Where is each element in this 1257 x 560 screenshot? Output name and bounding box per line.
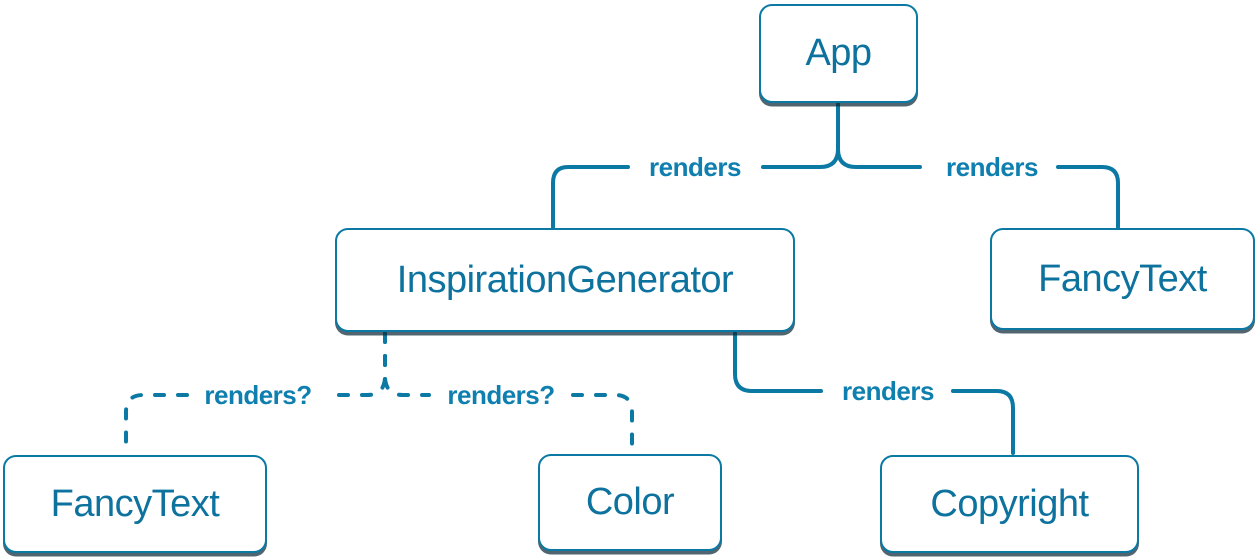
edge-line (836, 102, 922, 169)
edge-label-renders-question: renders? (204, 380, 311, 410)
edge-app-to-fancy-text-top: renders (836, 102, 1120, 229)
edge-inspiration-generator-to-fancy-text-bottom: renders? (124, 331, 387, 455)
node-fancy-text-bottom-label: FancyText (50, 482, 220, 525)
node-copyright: Copyright (880, 455, 1139, 553)
edge-line (329, 331, 387, 397)
edge-line (733, 331, 823, 393)
node-inspiration-generator: InspirationGenerator (335, 228, 795, 332)
node-app: App (759, 4, 918, 103)
edge-label-renders: renders (842, 376, 934, 406)
edge-line (1056, 165, 1120, 229)
node-fancy-text-top-label: FancyText (1038, 257, 1207, 300)
node-color-label: Color (585, 481, 675, 523)
edge-inspiration-generator-to-copyright: renders (733, 331, 1015, 455)
node-fancy-text-top: FancyText (990, 228, 1255, 330)
node-inspiration-generator-label: InspirationGenerator (396, 258, 734, 301)
edge-line (383, 331, 431, 397)
edge-app-to-inspiration-generator: renders (551, 102, 840, 229)
edge-label-renders-question: renders? (447, 380, 554, 410)
node-app-label: App (805, 32, 872, 74)
edge-inspiration-generator-to-color: renders? (383, 331, 634, 455)
node-fancy-text-bottom: FancyText (3, 455, 267, 553)
edge-line (571, 393, 634, 455)
edge-label-renders: renders (649, 152, 741, 182)
edge-line (951, 389, 1015, 455)
edge-line (551, 165, 630, 229)
edge-label-renders: renders (946, 152, 1038, 182)
edge-line (761, 102, 840, 169)
edge-line (124, 393, 189, 455)
node-color: Color (538, 454, 722, 551)
node-copyright-label: Copyright (930, 482, 1089, 525)
